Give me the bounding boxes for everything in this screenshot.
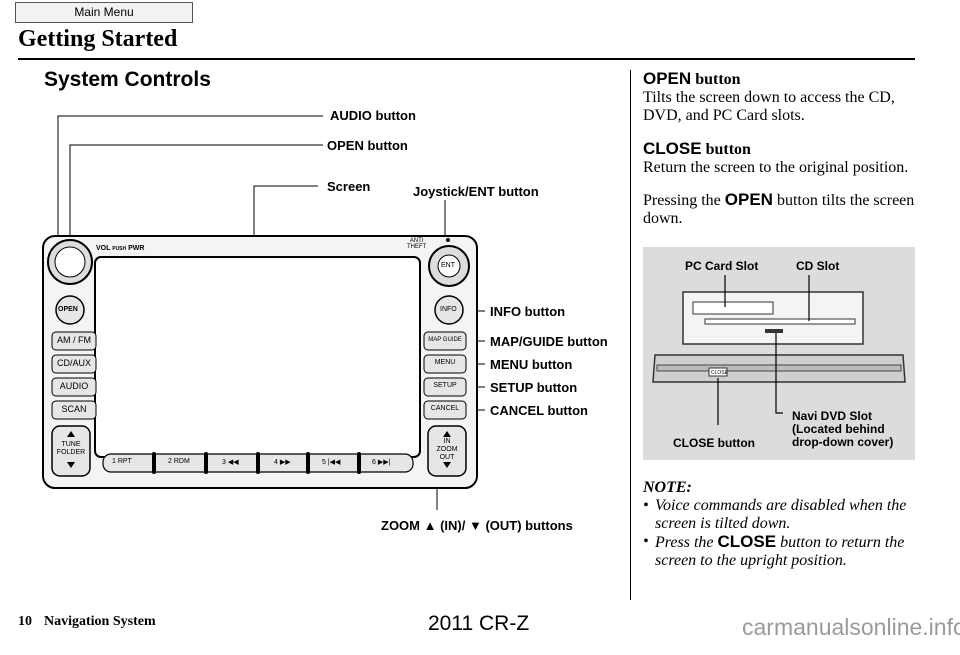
tune-rocker (51, 425, 91, 477)
zoom-rocker (427, 425, 467, 477)
map-guide-button[interactable]: MAP GUIDE (428, 337, 462, 343)
callout-audio: AUDIO button (330, 108, 416, 123)
callout-zoom: ZOOM ▲ (IN)/ ▼ (OUT) buttons (381, 518, 573, 533)
footer-model: 2011 CR-Z (428, 612, 530, 635)
am-fm-button[interactable]: AM / FM (57, 335, 91, 345)
cancel-button[interactable]: CANCEL (430, 405, 460, 412)
info-unit-label[interactable]: INFO (440, 306, 457, 313)
pc-card-slot-label: PC Card Slot (685, 259, 759, 273)
note-label: NOTE: (643, 479, 692, 496)
open-round-button (55, 295, 85, 325)
callout-map-guide: MAP/GUIDE button (490, 334, 608, 349)
open-description: Tilts the screen down to access the CD, … (643, 89, 895, 124)
callout-screen: Screen (327, 179, 371, 194)
screen (94, 256, 421, 458)
note-item-1: •Voice commands are disabled when the sc… (643, 497, 907, 532)
callout-joystick: Joystick/ENT button (413, 184, 539, 199)
preset-4[interactable]: 4 ▶▶ (274, 459, 291, 466)
close-tag: CLOSE (711, 370, 728, 376)
info-round-button (434, 295, 464, 325)
note-item-2: •Press the CLOSE button to return the sc… (643, 532, 905, 570)
preset-5[interactable]: 5 |◀◀ (322, 459, 341, 466)
close-description: Return the screen to the original positi… (643, 159, 909, 176)
open-heading: OPEN button (643, 69, 741, 88)
section-title: System Controls (44, 68, 211, 91)
right-column: OPEN button Tilts the screen down to acc… (643, 69, 923, 228)
callout-open: OPEN button (327, 138, 408, 153)
cd-aux-button[interactable]: CD/AUX (56, 358, 91, 368)
preset-1[interactable]: 1 RPT (112, 458, 132, 465)
header-rule (18, 58, 915, 60)
preset-6[interactable]: 6 ▶▶| (372, 459, 391, 466)
close-heading: CLOSE button (643, 139, 751, 158)
callout-info: INFO button (490, 304, 566, 319)
scan-button[interactable]: SCAN (61, 404, 87, 414)
close-button-label: CLOSE button (673, 436, 755, 450)
head-unit-diagram (42, 115, 485, 510)
page-header: Getting Started (18, 26, 178, 52)
setup-button[interactable]: SETUP (433, 382, 457, 389)
press-open-text: Pressing the OPEN button tilts the scree… (643, 190, 915, 228)
open-unit-label[interactable]: OPEN (58, 306, 78, 313)
menu-button[interactable]: MENU (434, 359, 456, 366)
ent-label: ENT (441, 262, 455, 269)
footer-page-number: 10 (18, 614, 32, 629)
open-screen-photo: PC Card Slot CD Slot CLOSE CLOSE button … (643, 247, 915, 460)
callout-setup: SETUP button (490, 380, 578, 395)
column-divider (630, 70, 631, 600)
audio-button[interactable]: AUDIO (59, 381, 89, 391)
vol-label: VOL PUSH PWR (96, 245, 145, 252)
note-block: NOTE: •Voice commands are disabled when … (643, 479, 925, 570)
preset-3[interactable]: 3 ◀◀ (222, 459, 239, 466)
callout-menu: MENU button (490, 357, 573, 372)
cd-slot-label: CD Slot (796, 259, 840, 273)
main-menu-button[interactable]: Main Menu (15, 2, 193, 23)
callout-cancel: CANCEL button (490, 403, 588, 418)
open-screen-illustration (652, 275, 906, 425)
watermark: carmanualsonline.info (742, 614, 960, 640)
preset-2[interactable]: 2 RDM (168, 458, 190, 465)
footer-title: Navigation System (44, 614, 156, 629)
